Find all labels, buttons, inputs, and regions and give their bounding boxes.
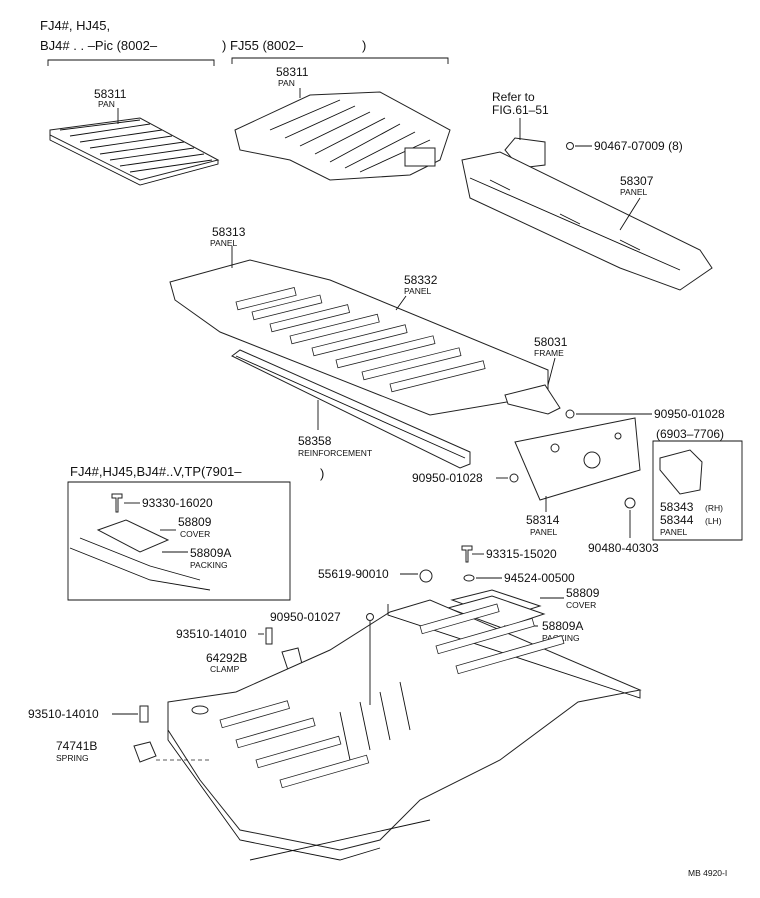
inset-header: FJ4#,HJ45,BJ4#..V,TP(7901– <box>70 464 242 479</box>
pan-b-part <box>234 91 451 181</box>
grommet-icon <box>624 497 636 509</box>
panel-58332-name: PANEL <box>404 286 432 296</box>
nut-left-icon <box>509 473 519 483</box>
clamp-64292b-number: 64292B <box>206 651 247 665</box>
pan-b-number: 58311 <box>276 65 309 79</box>
pan-a-part <box>49 117 220 186</box>
nut-left-label: 90950-01028 <box>412 471 483 485</box>
bolt-top-label: 90467-07009 (8) <box>594 139 683 153</box>
refer-line2: FIG.61–51 <box>492 103 549 117</box>
frame-58031-name: FRAME <box>534 348 564 358</box>
panel-58307-number: 58307 <box>620 174 654 188</box>
pan-a-number: 58311 <box>94 87 127 101</box>
nut-right-label: 90950-01028 <box>654 407 725 421</box>
panel-58332-ribs <box>235 286 486 393</box>
spring-74741b-name: SPRING <box>56 753 89 763</box>
leader-58031 <box>547 357 556 386</box>
panel-58344-number: 58344 <box>660 513 694 527</box>
frame-58031-number: 58031 <box>534 335 568 349</box>
variant-b-close: ) <box>362 38 366 53</box>
cover-58809-name: COVER <box>566 600 596 610</box>
inset-close: ) <box>320 466 324 481</box>
clamp-64292b-name: CLAMP <box>210 664 240 674</box>
footer-code: MB 4920-I <box>688 868 727 878</box>
screw-93315-label: 93315-15020 <box>486 547 557 561</box>
panel-58313-number: 58313 <box>212 225 246 239</box>
panel-58344-suffix: (LH) <box>705 516 722 526</box>
nut-90950-01027-label: 90950-01027 <box>270 610 341 624</box>
panel-58343-suffix: (RH) <box>705 503 723 513</box>
packing-58809a-number: 58809A <box>542 619 583 633</box>
floor-assembly-part <box>167 599 642 861</box>
inset-screw-icon <box>111 493 123 513</box>
panel-58332-number: 58332 <box>404 273 438 287</box>
inset-screw-label: 93330-16020 <box>142 496 213 510</box>
spring-74741b-number: 74741B <box>56 739 97 753</box>
inset-cover-part <box>69 519 211 591</box>
reinf-58358-number: 58358 <box>298 434 332 448</box>
plug-55619-label: 55619-90010 <box>318 567 389 581</box>
leader-58307 <box>619 197 641 231</box>
panel-58314-part <box>514 417 641 501</box>
panel-58314-name: PANEL <box>530 527 558 537</box>
inset-cover-name: COVER <box>180 529 210 539</box>
spring-74741b-part <box>133 741 157 763</box>
plug-55619-icon <box>419 569 433 583</box>
inset-cover-number: 58809 <box>178 515 212 529</box>
panel-58314-number: 58314 <box>526 513 560 527</box>
cover-58809-number: 58809 <box>566 586 600 600</box>
range-box <box>652 440 743 541</box>
panel-58307-part <box>461 151 713 291</box>
refer-line1: Refer to <box>492 90 535 104</box>
grommet-label: 90480-40303 <box>588 541 659 555</box>
screw-93510-b-icon <box>139 705 149 723</box>
inset-packing-name: PACKING <box>190 560 228 570</box>
nut-90950-01027-icon <box>366 613 374 621</box>
panel-58344-name: PANEL <box>660 527 688 537</box>
reinforcement-58358-part <box>231 349 471 469</box>
header-bracket-b <box>231 57 449 64</box>
panel-58307-name: PANEL <box>620 187 648 197</box>
pan-a-name: PAN <box>98 99 115 109</box>
leader-58332 <box>395 295 407 311</box>
washer-94524-label: 94524-00500 <box>504 571 575 585</box>
screw-93510-b-label: 93510-14010 <box>28 707 99 721</box>
reinf-58358-name: REINFORCEMENT <box>298 448 372 458</box>
nut-right-icon <box>565 409 575 419</box>
panel-58313-name: PANEL <box>210 238 238 248</box>
frame-58031-part <box>504 384 561 415</box>
inset-box <box>67 481 291 601</box>
range-box-label: (6903–7706) <box>656 427 724 441</box>
bolt-top-icon <box>566 142 574 150</box>
variant-b-label: ) FJ55 (8002– <box>222 38 304 53</box>
variant-a-line1: FJ4#, HJ45, <box>40 18 110 33</box>
panel-58343-part <box>659 449 703 495</box>
washer-94524-icon <box>463 574 475 582</box>
pan-b-name: PAN <box>278 78 295 88</box>
screw-93315-icon <box>461 545 473 563</box>
header-bracket-a <box>47 59 215 66</box>
panel-58343-number: 58343 <box>660 500 694 514</box>
inset-packing-number: 58809A <box>190 546 231 560</box>
screw-93510-a-icon <box>265 627 273 645</box>
screw-93510-a-label: 93510-14010 <box>176 627 247 641</box>
variant-a-line2: BJ4# . . –Pic (8002– <box>40 38 158 53</box>
